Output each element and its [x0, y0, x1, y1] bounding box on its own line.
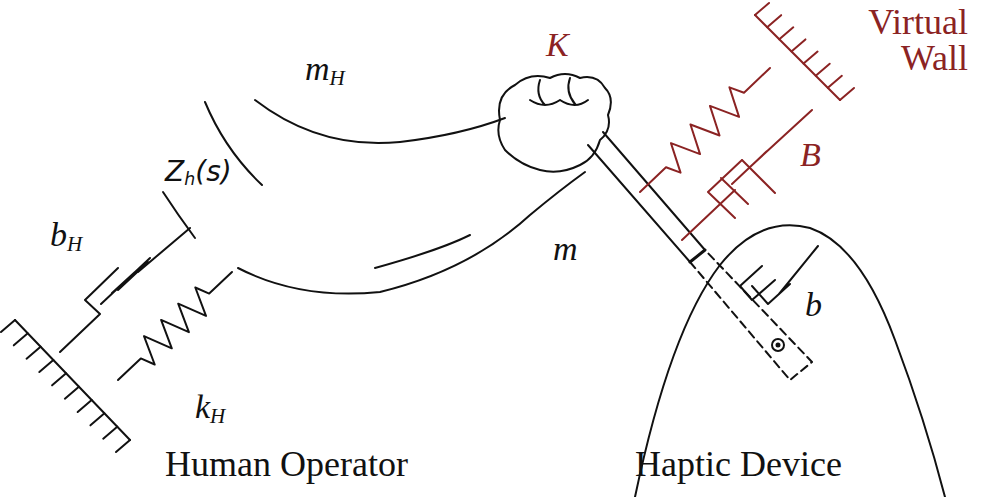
rod-joint [690, 250, 705, 262]
fist [498, 74, 611, 172]
human-spring [118, 272, 232, 380]
hatch-stroke [816, 64, 830, 76]
hatch-stroke [39, 360, 53, 372]
hatch-stroke [840, 88, 854, 100]
hatch-stroke [828, 76, 842, 88]
hatch-stroke [65, 387, 79, 399]
rod-hidden [690, 250, 812, 380]
fingers [530, 78, 588, 105]
label: Zh(s) [165, 158, 232, 189]
label: kH [195, 390, 225, 427]
pivot-dot [777, 344, 780, 347]
arm-upper [255, 100, 505, 143]
label: b [805, 288, 822, 322]
arm-crease [375, 235, 470, 268]
handle-rod [588, 132, 705, 262]
hatch-stroke [767, 15, 781, 27]
human-ground [15, 320, 130, 440]
hatch-stroke [52, 373, 66, 385]
human-damper [60, 228, 190, 352]
device-housing [635, 225, 945, 497]
label: m [553, 232, 578, 266]
arm-lower [238, 172, 585, 294]
label: Virtual Wall [840, 4, 968, 76]
hatch-stroke [1, 320, 15, 332]
hatch-stroke [116, 440, 130, 452]
hatch-stroke [779, 27, 793, 39]
label: bH [50, 218, 82, 255]
wall-damper [682, 110, 812, 240]
label: K [546, 28, 569, 62]
hatch-stroke [755, 3, 769, 15]
label: Haptic Device [635, 446, 842, 482]
label: Human Operator [165, 446, 408, 482]
hatch-stroke [14, 333, 28, 345]
label: mH [305, 52, 345, 89]
hatch-stroke [27, 347, 41, 359]
label: B [800, 138, 821, 172]
hatch-stroke [804, 52, 818, 64]
hatch-stroke [791, 39, 805, 51]
wall-spring [640, 68, 770, 192]
pivot [772, 339, 784, 351]
hatch-stroke [103, 427, 117, 439]
hatch-stroke [90, 413, 104, 425]
hatch-stroke [78, 400, 92, 412]
torso-line [163, 192, 195, 238]
